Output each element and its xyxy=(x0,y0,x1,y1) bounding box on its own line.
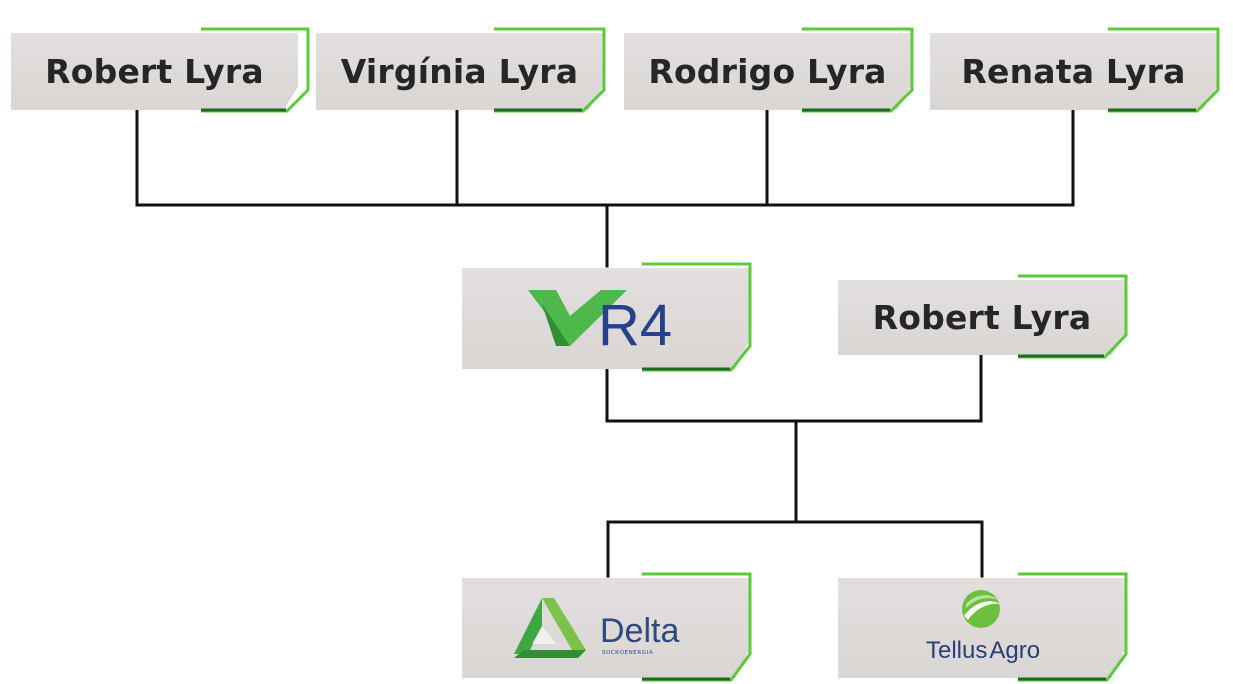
owner-name: Renata Lyra xyxy=(961,52,1186,91)
green-corner-accent xyxy=(642,572,752,682)
vr4-logo: R4 xyxy=(528,290,672,358)
green-checkmark-icon xyxy=(528,290,627,346)
delta-name: Delta xyxy=(600,612,679,650)
delta-logo: Delta SUCROENERGIA xyxy=(514,598,679,658)
delta-triangle-icon xyxy=(514,598,586,658)
svg-text:TellusAgro: TellusAgro xyxy=(926,637,1040,664)
partner-box-robert: Robert Lyra xyxy=(838,274,1128,359)
green-corner-accent xyxy=(494,27,606,113)
delta-subtitle: SUCROENERGIA xyxy=(602,650,653,656)
tellus-name-part1: Tellus xyxy=(926,637,987,664)
owner-name: Virgínia Lyra xyxy=(340,52,579,91)
partner-name: Robert Lyra xyxy=(872,298,1092,337)
green-corner-accent xyxy=(1018,572,1128,682)
owner-name: Robert Lyra xyxy=(45,52,264,91)
tellus-globe-icon xyxy=(962,590,1000,628)
tellus-name-part2: Agro xyxy=(989,637,1040,664)
subsidiary-box-delta: Delta SUCROENERGIA xyxy=(462,572,752,682)
holding-box-vr4: R4 xyxy=(462,262,752,372)
green-corner-accent xyxy=(201,27,310,113)
vr4-logo-text: R4 xyxy=(598,293,672,358)
tellus-agro-logo: TellusAgro xyxy=(926,590,1040,664)
owner-box-rodrigo: Rodrigo Lyra xyxy=(624,27,914,113)
owner-name: Rodrigo Lyra xyxy=(648,52,887,91)
subsidiary-box-tellus-agro: TellusAgro xyxy=(838,572,1128,682)
owner-box-virginia: Virgínia Lyra xyxy=(316,27,606,113)
green-corner-accent xyxy=(642,262,752,372)
green-corner-accent xyxy=(1108,27,1220,113)
owner-box-renata: Renata Lyra xyxy=(930,27,1220,113)
green-corner-accent xyxy=(1018,274,1128,359)
green-corner-accent xyxy=(802,27,914,113)
owner-box-robert: Robert Lyra xyxy=(11,27,310,113)
